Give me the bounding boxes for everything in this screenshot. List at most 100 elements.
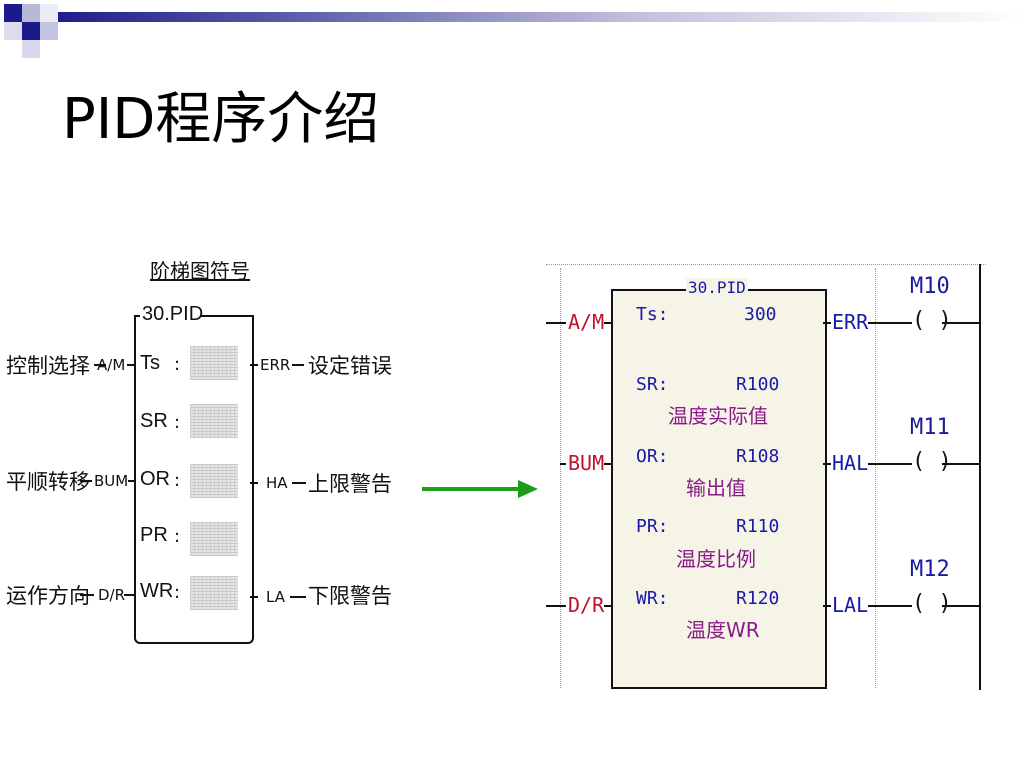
left-output-line bbox=[292, 482, 306, 484]
left-param-name: Ts bbox=[140, 352, 160, 374]
left-block-top-left-edge bbox=[134, 315, 140, 317]
right-param-name: OR: bbox=[636, 446, 669, 467]
coil-symbol: ( ) bbox=[912, 591, 952, 616]
left-input-desc: 控制选择 bbox=[6, 354, 90, 378]
green-arrow-icon bbox=[422, 480, 538, 498]
right-input-pin: D/R bbox=[568, 593, 605, 617]
decor-square-1 bbox=[4, 4, 22, 22]
left-param-colon: : bbox=[174, 354, 181, 375]
right-output-line bbox=[942, 322, 979, 324]
left-param-colon: : bbox=[174, 412, 181, 433]
left-output-pin: HA bbox=[266, 474, 288, 492]
left-pid-block bbox=[134, 315, 254, 644]
coil-symbol: ( ) bbox=[912, 308, 952, 333]
left-output-line bbox=[250, 364, 258, 366]
left-input-line bbox=[80, 480, 92, 482]
left-param-name: WR bbox=[140, 580, 174, 602]
coil-symbol: ( ) bbox=[912, 449, 952, 474]
right-input-line bbox=[604, 605, 611, 607]
right-param-name: SR: bbox=[636, 374, 669, 395]
right-param-comment: 输出值 bbox=[686, 476, 746, 500]
decor-square-2 bbox=[22, 22, 40, 40]
rung-grid-top bbox=[546, 264, 986, 265]
right-output-line bbox=[942, 605, 979, 607]
left-output-line bbox=[250, 482, 258, 484]
coil-label: M10 bbox=[910, 274, 950, 299]
left-block-top-right-edge bbox=[200, 315, 252, 317]
right-input-pin: BUM bbox=[568, 451, 605, 475]
left-input-line bbox=[128, 480, 134, 482]
right-input-line bbox=[546, 605, 566, 607]
decor-square-6 bbox=[40, 4, 58, 22]
decor-square-4 bbox=[4, 22, 22, 40]
left-param-name: OR bbox=[140, 468, 170, 490]
right-output-line bbox=[868, 322, 912, 324]
left-param-cell bbox=[190, 346, 238, 380]
right-input-line bbox=[560, 463, 566, 465]
right-param-value: R108 bbox=[736, 446, 780, 467]
left-input-line bbox=[94, 364, 106, 366]
left-input-line bbox=[80, 594, 94, 596]
left-input-line bbox=[124, 594, 134, 596]
right-param-comment: 温度实际值 bbox=[668, 404, 768, 428]
decor-square-3 bbox=[22, 4, 40, 22]
right-block-name: 30.PID bbox=[686, 278, 748, 297]
right-param-value: 300 bbox=[744, 304, 777, 325]
right-output-line bbox=[823, 605, 831, 607]
left-input-desc: 平顺转移 bbox=[6, 470, 90, 494]
right-output-line bbox=[942, 463, 979, 465]
left-output-desc: 下限警告 bbox=[308, 584, 392, 608]
decor-square-5 bbox=[40, 22, 58, 40]
right-input-line bbox=[604, 322, 611, 324]
right-param-value: R100 bbox=[736, 374, 780, 395]
right-param-comment: 温度比例 bbox=[676, 547, 756, 571]
left-param-cell bbox=[190, 464, 238, 498]
left-param-name: SR bbox=[140, 410, 168, 432]
coil-label: M12 bbox=[910, 557, 950, 582]
left-input-pin: BUM bbox=[94, 472, 129, 490]
left-output-desc: 上限警告 bbox=[308, 472, 392, 496]
right-output-pin: LAL bbox=[832, 593, 869, 617]
right-output-pin: HAL bbox=[832, 451, 869, 475]
left-input-line bbox=[127, 364, 134, 366]
right-output-line bbox=[868, 605, 912, 607]
left-input-pin: D/R bbox=[98, 586, 126, 604]
left-param-cell bbox=[190, 404, 238, 438]
left-output-desc: 设定错误 bbox=[308, 354, 392, 378]
left-input-pin: A/M bbox=[97, 356, 126, 374]
left-output-line bbox=[290, 596, 306, 598]
left-output-pin: ERR bbox=[260, 356, 291, 374]
left-output-pin: LA bbox=[266, 588, 285, 606]
right-param-comment: 温度WR bbox=[686, 618, 760, 642]
rung-grid-vert bbox=[560, 268, 561, 688]
left-output-line bbox=[250, 596, 258, 598]
left-param-name: PR bbox=[140, 524, 168, 546]
right-output-line bbox=[868, 463, 912, 465]
right-param-value: R110 bbox=[736, 516, 780, 537]
right-input-line bbox=[604, 463, 611, 465]
left-block-name: 30.PID bbox=[142, 303, 204, 325]
right-param-name: Ts: bbox=[636, 304, 669, 325]
left-heading: 阶梯图符号 bbox=[150, 259, 250, 283]
left-param-cell bbox=[190, 522, 238, 556]
right-output-pin: ERR bbox=[832, 310, 869, 334]
right-input-pin: A/M bbox=[568, 310, 605, 334]
right-pid-block bbox=[611, 289, 827, 689]
left-param-cell bbox=[190, 576, 238, 610]
left-param-colon: : bbox=[174, 526, 181, 547]
right-param-value: R120 bbox=[736, 588, 780, 609]
left-output-line bbox=[292, 364, 304, 366]
right-param-name: WR: bbox=[636, 588, 669, 609]
left-input-desc: 运作方向 bbox=[6, 584, 90, 608]
page-title: PID程序介绍 bbox=[62, 87, 380, 152]
right-output-line bbox=[823, 322, 831, 324]
decor-square-7 bbox=[22, 40, 40, 58]
coil-label: M11 bbox=[910, 415, 950, 440]
right-param-name: PR: bbox=[636, 516, 669, 537]
left-param-colon: : bbox=[174, 470, 181, 491]
header-gradient-bar bbox=[40, 12, 1024, 22]
right-power-rail bbox=[979, 264, 981, 690]
rung-grid-vert bbox=[875, 268, 876, 688]
right-input-line bbox=[546, 322, 566, 324]
right-output-line bbox=[823, 463, 831, 465]
